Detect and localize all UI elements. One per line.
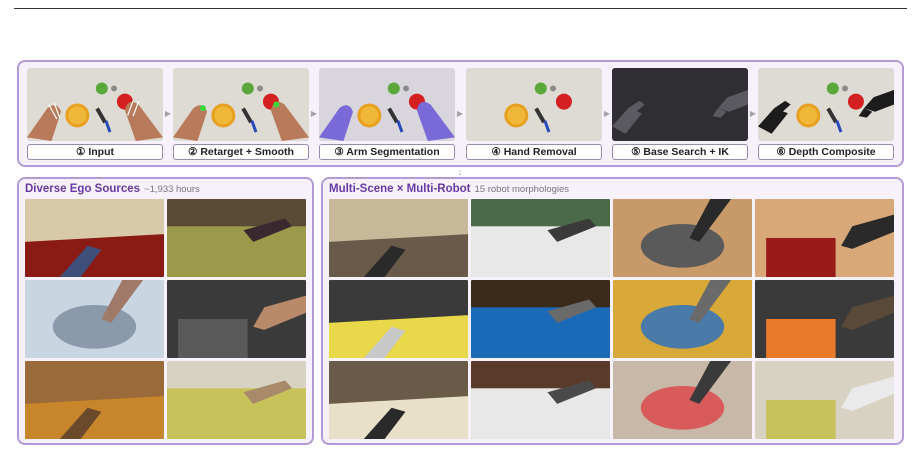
stage-label: ① Input xyxy=(27,144,163,160)
stage-image-ik xyxy=(612,68,748,141)
robot-image-robot-tile-shelf xyxy=(613,280,752,358)
pipeline-panel: ① Input ▶ ② Retarget + Smooth ▶ ③ Arm Segmen… xyxy=(17,60,904,167)
pipeline-stage-segmentation: ③ Arm Segmentation xyxy=(319,68,455,162)
robot-image-robot-kitchen-counter xyxy=(329,280,468,358)
stage-image-retarget xyxy=(173,68,309,141)
ego-sources-panel: Diverse Ego Sources~1,933 hours xyxy=(17,177,314,445)
robot-image-robot-rug xyxy=(329,199,468,277)
top-rule xyxy=(14,8,907,9)
pipeline-stage-removal: ④ Hand Removal xyxy=(466,68,602,162)
pipeline-arrow-icon: ▶ xyxy=(603,109,611,118)
down-arrow-icon: ↓ xyxy=(457,167,463,177)
pipeline-stage-retarget: ② Retarget + Smooth xyxy=(173,68,309,162)
robot-image-robot-yellow-box xyxy=(755,361,894,439)
stage-label: ④ Hand Removal xyxy=(466,144,602,160)
multi-robot-subtitle: 15 robot morphologies xyxy=(474,184,570,195)
robot-image-robot-dual-white xyxy=(471,361,610,439)
ego-image-ego-green-table xyxy=(167,199,306,277)
ego-image-ego-red-floor xyxy=(25,199,164,277)
pipeline-arrow-icon: ▶ xyxy=(164,109,172,118)
robot-image-robot-orange-arm xyxy=(755,280,894,358)
stage-label: ⑤ Base Search + IK xyxy=(612,144,748,160)
ego-image-ego-sink xyxy=(25,280,164,358)
ego-sources-header: Diverse Ego Sources~1,933 hours xyxy=(25,183,200,195)
robot-image-robot-eggs xyxy=(329,361,468,439)
pipeline-arrow-icon: ▶ xyxy=(310,109,318,118)
pipeline-arrow-icon: ▶ xyxy=(749,109,757,118)
robot-image-robot-red-arm xyxy=(755,199,894,277)
stage-label: ② Retarget + Smooth xyxy=(173,144,309,160)
pipeline-stage-input: ① Input xyxy=(27,68,163,162)
ego-image-ego-dishes xyxy=(167,280,306,358)
multi-robot-title: Multi-Scene × Multi-Robot xyxy=(329,183,471,195)
ego-sources-title: Diverse Ego Sources xyxy=(25,183,141,195)
stage-label: ⑥ Depth Composite xyxy=(758,144,894,160)
pipeline-stage-ik: ⑤ Base Search + IK xyxy=(612,68,748,162)
stage-image-segmentation xyxy=(319,68,455,141)
ego-image-ego-cooking xyxy=(25,361,164,439)
robot-image-robot-floor-arms xyxy=(613,361,752,439)
stage-image-composite xyxy=(758,68,894,141)
ego-sources-subtitle: ~1,933 hours xyxy=(144,184,200,195)
stage-image-removal xyxy=(466,68,602,141)
ego-image-ego-yellow-box xyxy=(167,361,306,439)
stage-label: ③ Arm Segmentation xyxy=(319,144,455,160)
pipeline-arrow-icon: ▶ xyxy=(456,109,464,118)
robot-image-robot-kinova xyxy=(613,199,752,277)
robot-image-robot-stove xyxy=(471,280,610,358)
stage-image-input xyxy=(27,68,163,141)
pipeline-stage-composite: ⑥ Depth Composite xyxy=(758,68,894,162)
robot-image-robot-white-bot xyxy=(471,199,610,277)
